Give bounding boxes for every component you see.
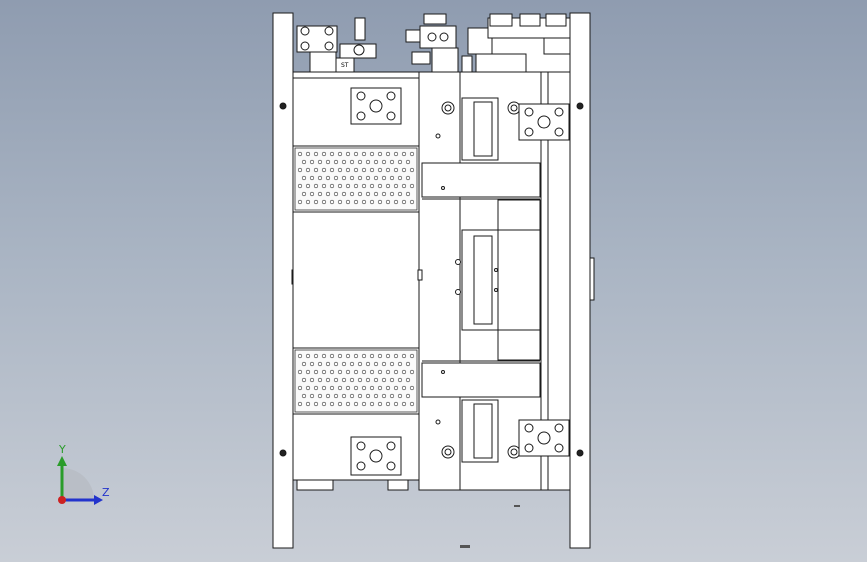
left-housing[interactable] [292,71,420,491]
clamp-block-top-right[interactable] [518,103,570,141]
clamp-block-top-left[interactable] [350,87,402,125]
triad-z-label: Z [102,486,110,499]
clamp-block-bottom-right[interactable] [518,419,570,457]
bottom-marker-small [514,505,520,507]
right-side-plate[interactable] [569,12,595,549]
bottom-marker [460,545,470,548]
triad-y-label: Y [59,443,66,456]
top-fittings[interactable]: ST [296,13,571,85]
perforated-panel-bottom[interactable] [294,349,418,413]
perforated-panel-top[interactable] [294,147,418,211]
svg-text:ST: ST [341,62,349,69]
clamp-block-bottom-left[interactable] [350,436,402,476]
